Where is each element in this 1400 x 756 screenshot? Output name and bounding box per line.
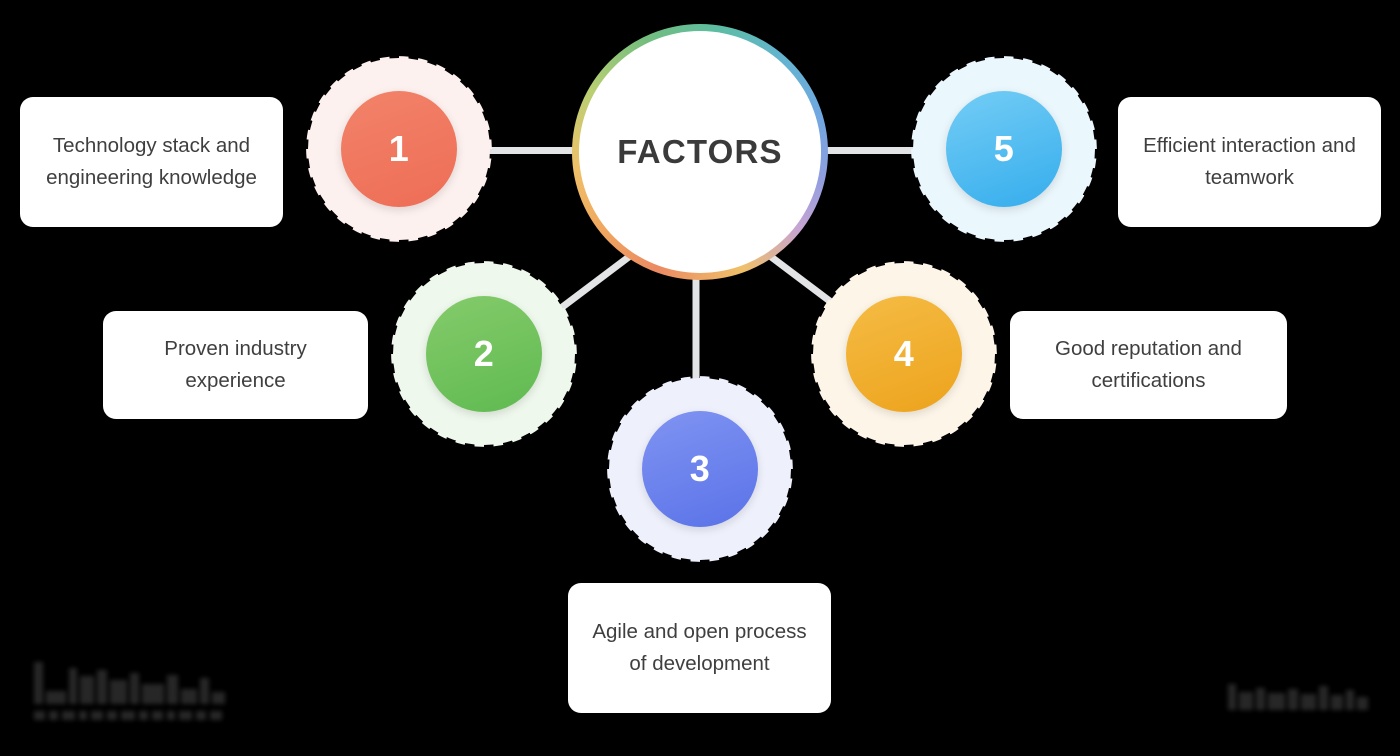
node-4-bubble[interactable]: 4 xyxy=(846,296,962,412)
node-4-number: 4 xyxy=(893,333,915,374)
card-node-4-text: Good reputation and certifications xyxy=(1055,337,1242,392)
node-3-number: 3 xyxy=(689,448,711,489)
card-node-2[interactable]: Proven industry experience xyxy=(103,311,368,419)
node-2-bubble[interactable]: 2 xyxy=(426,296,542,412)
logo-left-glyph-row xyxy=(34,662,225,704)
node-1-number: 1 xyxy=(388,128,410,169)
logo-right-glyph-row xyxy=(1228,684,1368,710)
node-4[interactable]: 4 xyxy=(811,261,997,447)
logo-watermark-left xyxy=(34,662,225,720)
card-node-5[interactable]: Efficient interaction and teamwork xyxy=(1118,97,1381,227)
node-3-bubble[interactable]: 3 xyxy=(642,411,758,527)
card-node-1[interactable]: Technology stack and engineering knowled… xyxy=(20,97,283,227)
logo-left-subtitle-row xyxy=(34,711,225,720)
card-node-2-text: Proven industry experience xyxy=(164,337,307,392)
card-node-5-text: Efficient interaction and teamwork xyxy=(1143,134,1356,189)
connector-center-to-node-3 xyxy=(692,265,700,384)
center-node[interactable]: FACTORS xyxy=(572,24,828,280)
node-5-number: 5 xyxy=(993,128,1015,169)
card-node-1-text: Technology stack and engineering knowled… xyxy=(46,134,257,189)
node-2-number: 2 xyxy=(473,333,495,374)
center-label: FACTORS xyxy=(617,133,783,170)
node-5[interactable]: 5 xyxy=(911,56,1097,242)
node-2[interactable]: 2 xyxy=(391,261,577,447)
center-inner-disc: FACTORS xyxy=(579,31,821,273)
node-1-bubble[interactable]: 1 xyxy=(341,91,457,207)
node-1[interactable]: 1 xyxy=(306,56,492,242)
card-node-3-text: Agile and open process of development xyxy=(592,620,807,675)
node-5-bubble[interactable]: 5 xyxy=(946,91,1062,207)
node-3[interactable]: 3 xyxy=(607,376,793,562)
card-node-3[interactable]: Agile and open process of development xyxy=(568,583,831,713)
card-node-4[interactable]: Good reputation and certifications xyxy=(1010,311,1287,419)
logo-watermark-right xyxy=(1228,684,1368,710)
connector-center-to-node-5 xyxy=(815,147,930,154)
connector-center-to-node-1 xyxy=(485,147,585,154)
